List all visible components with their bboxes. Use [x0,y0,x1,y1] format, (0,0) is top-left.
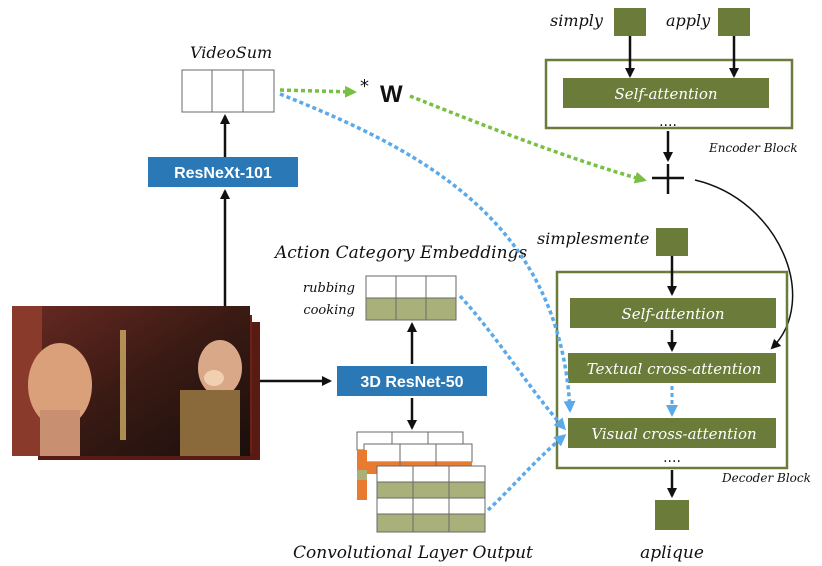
resnext-label: ResNeXt-101 [174,165,272,182]
arrow-videosum-to-visual [279,92,576,413]
resnet3d-label: 3D ResNet-50 [360,374,463,391]
decoder-input-simplesmente: simplesmente [537,229,649,248]
arrow-w-to-plus [409,94,647,184]
encoder-self-attention [563,78,769,108]
action-title: Action Category Embeddings [273,243,527,263]
arrow-conv-to-visual [486,434,567,512]
videosum-title: VideoSum [190,43,272,62]
resnet3d-box [337,366,487,396]
action-row-rubbing: rubbing [303,281,355,296]
encoder-dots: .... [659,114,677,130]
arrow-videosum-to-w [279,85,357,98]
action-embedding-matrix [365,275,457,321]
conv-layer-stack [356,431,486,533]
encoder-token-apply [718,8,750,36]
arrow-action-to-visual [458,294,566,431]
decoder-token-input [656,228,688,256]
weight-star: * [360,76,369,97]
encoder-input-apply: apply [666,11,711,30]
decoder-output-aplique: aplique [640,543,704,563]
videosum-vector [181,69,275,113]
encoder-input-simply: simply [550,11,604,30]
action-row-cooking: cooking [303,303,355,318]
decoder-textual-cross-attention [568,353,776,383]
decoder-visual-cross-attention [568,418,776,448]
resnext-box [148,157,298,187]
plus-node [652,164,684,194]
decoder-textual-label: Textual cross-attention [587,360,762,378]
encoder-self-attention-label: Self-attention [614,85,717,103]
decoder-self-attention [570,298,776,328]
decoder-token-output [655,500,689,530]
conv-title: Convolutional Layer Output [293,543,533,563]
encoder-block-label: Encoder Block [708,141,798,155]
decoder-block-label: Decoder Block [721,471,811,485]
decoder-self-attention-label: Self-attention [621,305,724,323]
decoder-visual-label: Visual cross-attention [591,425,756,443]
decoder-dots: .... [663,450,681,466]
weight-symbol: W [380,81,403,108]
encoder-token-simply [614,8,646,36]
encoder-block [544,58,794,130]
video-frames [12,306,260,460]
